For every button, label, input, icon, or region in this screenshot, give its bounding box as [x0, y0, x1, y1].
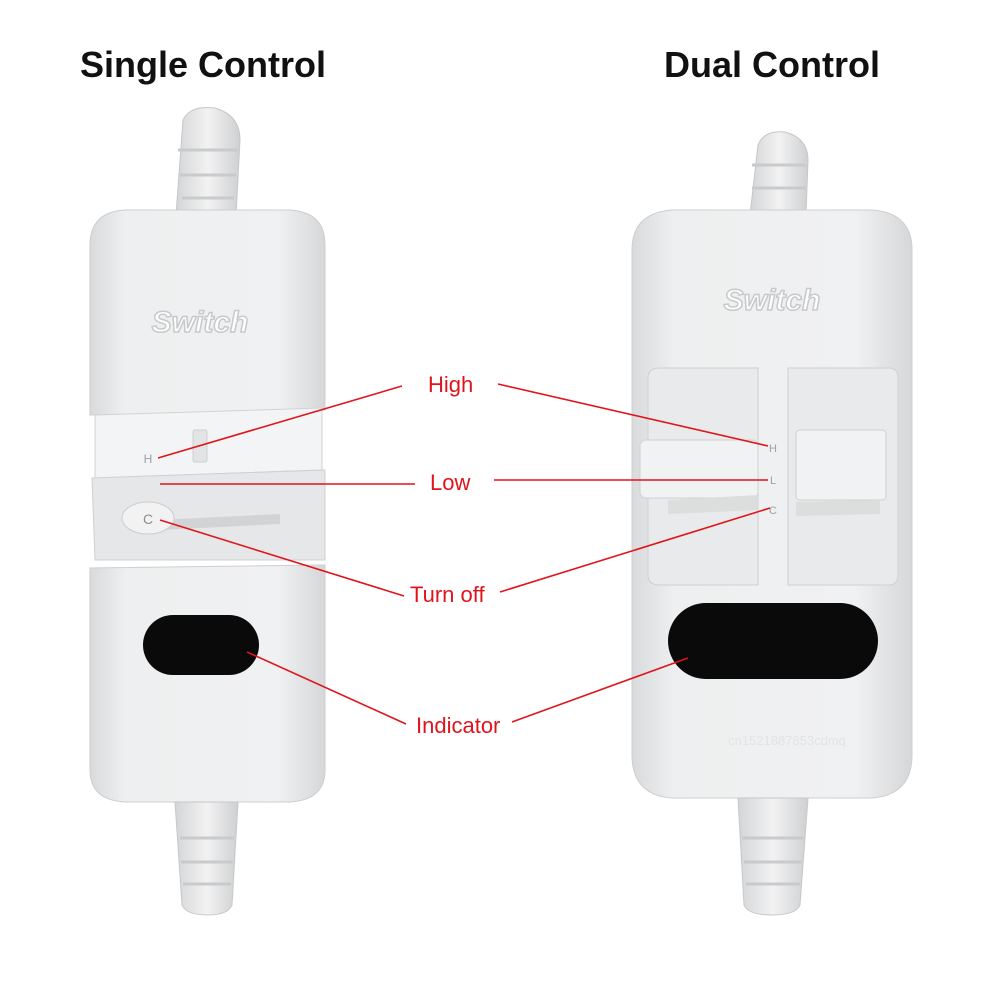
watermark-text: cn1521887853cdmq [728, 733, 846, 748]
callout-high: High [428, 372, 474, 397]
single-top-cord [175, 107, 241, 216]
off-line-left [159, 519, 405, 597]
indicator-line-left [246, 651, 407, 725]
dual-control-device: Switch H L C cn1521887853cdmq [631, 131, 913, 916]
high-line-left [157, 385, 403, 459]
dual-control-title: Dual Control [664, 44, 880, 85]
single-brand-logo: Switch [152, 306, 249, 339]
single-c-mark: C [143, 511, 153, 527]
single-h-mark: H [144, 452, 153, 466]
single-slider-plate [91, 469, 326, 561]
single-control-device: Switch H C [89, 107, 326, 916]
dual-top-cord [749, 131, 809, 216]
indicator-line-right [511, 657, 689, 723]
dual-l-mark: L [770, 475, 776, 487]
callout-lines [157, 383, 771, 725]
callout-indicator: Indicator [416, 713, 501, 738]
off-line-right [499, 507, 771, 593]
dual-h-mark: H [769, 443, 777, 455]
callout-turn-off: Turn off [410, 582, 485, 607]
single-bottom-cord [174, 801, 239, 916]
single-control-title: Single Control [80, 44, 326, 85]
dual-brand-logo: Switch [724, 284, 821, 317]
high-line-right [497, 383, 769, 447]
single-lower-body [89, 564, 326, 803]
single-slider-knob [121, 501, 175, 535]
single-indicator-window [143, 615, 259, 675]
callout-low: Low [430, 470, 471, 495]
single-upper-body [89, 209, 326, 416]
dual-c-mark: C [769, 505, 777, 517]
dual-indicator-window [668, 603, 878, 679]
dual-bottom-cord [737, 797, 809, 916]
